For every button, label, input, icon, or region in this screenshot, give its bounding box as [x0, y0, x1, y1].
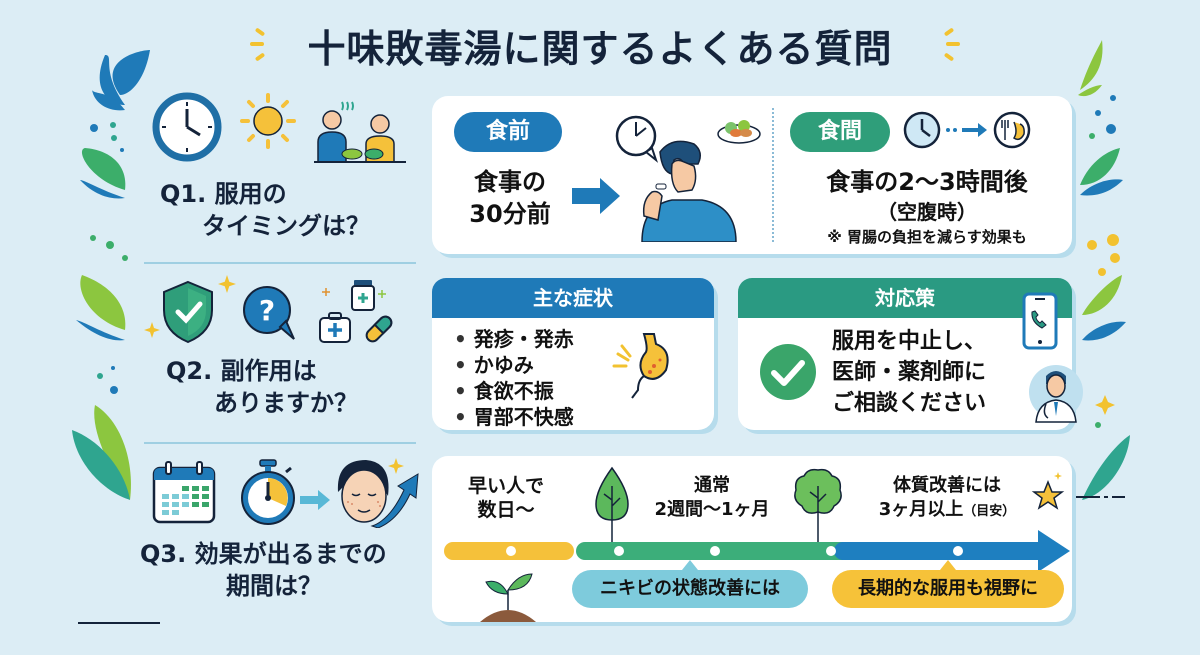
before-meal-line1: 食事の — [474, 168, 546, 196]
calendar-icon — [152, 461, 216, 524]
between-meals-main: 食事の2〜3時間後 — [826, 168, 1028, 196]
arrow-right-icon — [300, 490, 330, 510]
symptom-item: 食欲不振 — [454, 378, 574, 404]
food-plate-icon — [717, 120, 761, 144]
response-line3: ご相談ください — [832, 391, 987, 416]
timeline-segment-long — [834, 542, 1042, 560]
stage1-line2: 数日〜 — [477, 499, 535, 521]
symptoms-header: 主な症状 — [432, 278, 714, 318]
leaf-decoration-left — [72, 50, 160, 624]
timeline-dot — [953, 546, 963, 556]
stage2-label: 通常 2週間〜1ヶ月 — [632, 474, 792, 522]
response-text: 服用を中止し、 医師・薬剤師に ご相談ください — [832, 326, 1032, 419]
between-meals-sub: （空腹時） — [877, 200, 977, 224]
stage1-line1: 早い人で — [467, 475, 544, 497]
timeline-dot — [710, 546, 720, 556]
medicine-kit-icon — [319, 280, 386, 343]
row-divider — [144, 262, 416, 264]
dotted-arrow-icon — [946, 123, 987, 137]
q2-question-line1: Q2. 副作用は — [166, 357, 317, 385]
stage3-label: 体質改善には 3ヶ月以上（目安） — [862, 474, 1032, 524]
sparkle-icon — [144, 322, 160, 338]
acne-improvement-bubble: ニキビの状態改善には — [572, 560, 808, 608]
before-meal-text: 食事の 30分前 — [450, 166, 570, 230]
stage3-suffix: （目安） — [963, 504, 1016, 519]
symptoms-list: 発疹・発赤 かゆみ 食欲不振 胃部不快感 — [454, 326, 574, 430]
before-meal-badge: 食前 — [454, 112, 562, 152]
stomach-icon — [612, 333, 669, 399]
question-bubble-icon: ? — [243, 286, 295, 340]
q3-question-line1: Q3. 効果が出るまでの — [140, 540, 387, 568]
person-taking-medicine-icon — [641, 140, 737, 242]
star-icon — [1031, 472, 1065, 510]
leaf-tree-icon — [595, 466, 629, 542]
response-card: 対応策 服用を中止し、 医師・薬剤師に ご相談ください — [738, 278, 1083, 430]
timeline-arrowhead — [1038, 530, 1070, 572]
stage3-line2: 3ヶ月以上（目安） — [862, 498, 1032, 524]
between-meals-badge: 食間 — [790, 112, 890, 152]
response-line2: 医師・薬剤師に — [832, 360, 987, 385]
before-meal-line2: 30分前 — [469, 200, 551, 228]
q1-question-line2: タイミングは？ — [202, 212, 370, 240]
q1-answer-card: 食前 食事の 30分前 — [432, 96, 1072, 254]
clock-speech-icon — [615, 115, 659, 163]
shield-check-icon — [163, 280, 213, 344]
response-header: 対応策 — [738, 278, 1072, 318]
people-eating-icon — [314, 101, 406, 163]
svg-text:?: ? — [259, 294, 275, 327]
capsule-icon — [365, 315, 393, 343]
clock-icon — [152, 92, 222, 162]
symptom-item: かゆみ — [454, 352, 574, 378]
sprout-icon — [480, 573, 536, 622]
stage2-line1: 通常 — [694, 475, 730, 496]
q3-question-line2: 期間は？ — [226, 572, 322, 600]
q1-question: Q1. 服用の タイミングは？ — [160, 178, 370, 242]
doctor-icon — [1029, 365, 1083, 423]
leaf-decoration-right — [1070, 40, 1130, 500]
stage1-label: 早い人で 数日〜 — [446, 474, 566, 522]
symptoms-card: 主な症状 発疹・発赤 かゆみ 食欲不振 胃部不快感 — [432, 278, 714, 430]
arrow-right-icon — [572, 178, 620, 214]
stopwatch-icon — [241, 459, 295, 525]
round-tree-icon — [794, 468, 842, 542]
phone-icon — [1022, 292, 1058, 350]
stage2-line2: 2週間〜1ヶ月 — [654, 499, 770, 520]
check-circle-icon — [760, 344, 816, 400]
q1-question-line1: Q1. 服用の — [160, 180, 287, 208]
timeline-dot — [506, 546, 516, 556]
timeline-dot — [826, 546, 836, 556]
long-term-bubble: 長期的な服用も視野に — [832, 560, 1064, 608]
timeline-bar — [444, 530, 1070, 572]
clock-icon — [903, 111, 941, 149]
between-meals-note: ※ 胃腸の負担を減らす効果も — [827, 228, 1027, 246]
response-line1: 服用を中止し、 — [832, 329, 987, 354]
symptom-item: 胃部不快感 — [454, 404, 574, 430]
symptom-item: 発疹・発赤 — [454, 326, 574, 352]
q2-question: Q2. 副作用は ありますか？ — [166, 355, 358, 419]
title-sparkle-left — [250, 42, 264, 46]
sun-icon — [240, 93, 296, 149]
timeline-card: 早い人で 数日〜 通常 2週間〜1ヶ月 体質改善には 3ヶ月以上（目安） — [432, 456, 1072, 622]
stage3-duration: 3ヶ月以上 — [878, 499, 964, 520]
fork-stomach-icon — [993, 111, 1031, 149]
q2-question-line2: ありますか？ — [214, 389, 358, 417]
stage3-line1: 体質改善には — [893, 475, 1001, 496]
q3-question: Q3. 効果が出るまでの 期間は？ — [140, 538, 387, 602]
row-divider — [144, 442, 416, 444]
sparkle-icon — [218, 275, 236, 293]
title-sparkle-right — [946, 42, 960, 46]
trend-up-icon — [370, 473, 419, 528]
page-title: 十味敗毒湯に関するよくある質問 — [307, 27, 893, 71]
timeline-dot — [614, 546, 624, 556]
face-icon — [337, 458, 404, 523]
card-divider — [772, 108, 774, 242]
